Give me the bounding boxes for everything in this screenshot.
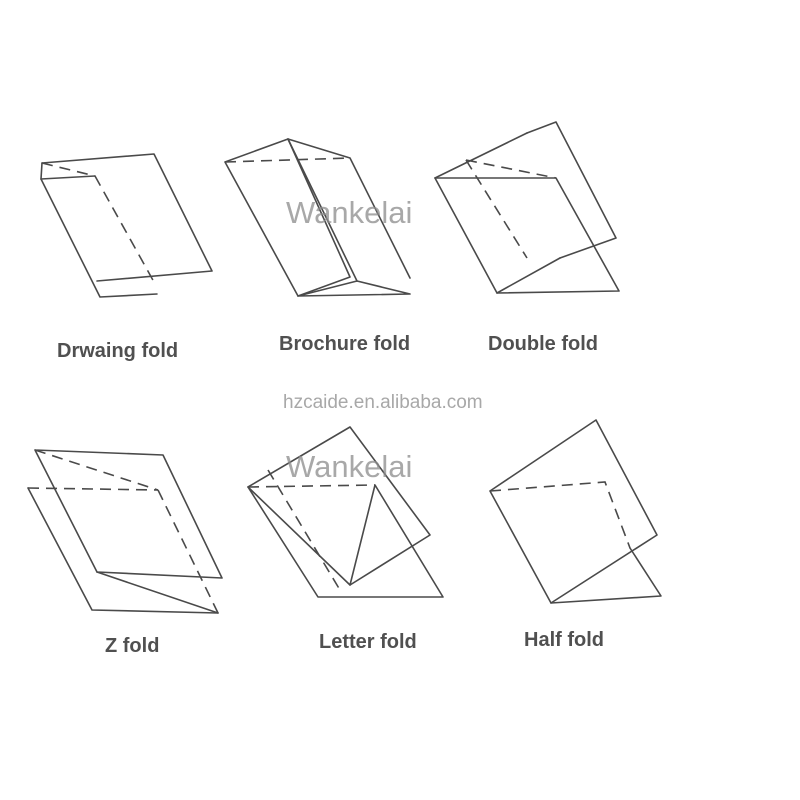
drawing-fold-illustration <box>40 153 213 298</box>
half-fold-front-panel <box>489 419 658 604</box>
watermark-site: hzcaide.en.alibaba.com <box>283 392 483 413</box>
double-fold-illustration <box>434 121 620 294</box>
half-fold-illustration <box>489 419 662 604</box>
z-fold-hidden-diagonal <box>34 449 159 491</box>
half-fold-label: Half fold <box>524 629 604 651</box>
z-fold-label: Z fold <box>105 635 160 657</box>
double-fold-hidden-crease <box>465 159 528 259</box>
z-fold-hidden-top <box>27 487 159 491</box>
z-fold-illustration <box>27 449 223 614</box>
letter-fold-front-panel <box>247 426 431 586</box>
letter-fold-hidden-diagonal <box>267 469 341 591</box>
brochure-fold-hidden-top <box>224 157 351 163</box>
double-fold-back-sheet <box>526 121 617 259</box>
drawing-fold-edge <box>40 162 43 180</box>
letter-fold-illustration <box>247 426 444 598</box>
brochure-fold-crease <box>287 138 358 282</box>
drawing-fold-hidden-top <box>41 162 96 177</box>
letter-fold-inner-panel <box>247 484 444 598</box>
half-fold-hidden-edge <box>489 481 631 549</box>
brochure-fold-right-panel <box>287 138 411 279</box>
brochure-fold-left-panel <box>224 138 351 297</box>
brochure-fold-illustration <box>224 138 411 297</box>
double-fold-hidden-top <box>465 159 557 179</box>
double-fold-label: Double fold <box>488 333 598 355</box>
double-fold-top-edge <box>434 132 528 179</box>
z-fold-hidden-side <box>157 489 219 614</box>
z-fold-lower-crease <box>96 571 219 614</box>
z-fold-top-sheet <box>34 449 223 579</box>
double-fold-inner-crease <box>496 257 561 294</box>
watermark-brand-bottom: Wankelai <box>286 449 413 484</box>
z-fold-bottom-sheet <box>27 487 219 614</box>
drawing-fold-label: Drwaing fold <box>57 340 179 362</box>
letter-fold-label: Letter fold <box>319 631 417 653</box>
drawing-fold-front-sheet <box>40 175 158 298</box>
drawing-fold-hidden-diagonal <box>94 175 155 283</box>
brochure-fold-label: Brochure fold <box>279 333 411 355</box>
watermark-brand-top: Wankelai <box>286 195 413 230</box>
drawing-fold-back-sheet <box>41 153 213 282</box>
double-fold-front-sheet <box>434 177 620 294</box>
brochure-fold-base <box>297 280 411 297</box>
half-fold-back-panel <box>550 547 662 604</box>
letter-fold-hidden-top <box>247 484 376 488</box>
